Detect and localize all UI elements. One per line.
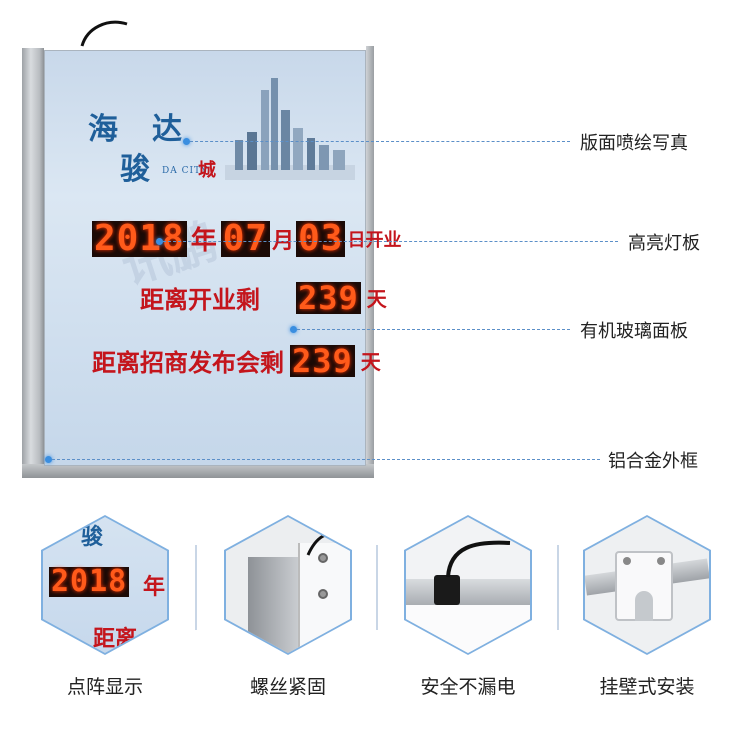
- divider-2: [376, 545, 378, 630]
- hex-border: [224, 515, 352, 655]
- screws-photo: [226, 517, 350, 653]
- month-display: 07: [220, 217, 271, 259]
- logo-char-2: 骏: [120, 152, 151, 187]
- callout-label-ledboard: 高亮灯板: [628, 233, 700, 254]
- logo-char-3: 达: [152, 112, 183, 147]
- launch-days-unit: 天: [360, 350, 381, 374]
- screw-icon: [318, 589, 328, 599]
- callout-label-acrylic: 有机玻璃面板: [580, 321, 688, 342]
- opening-days-display: 239: [296, 278, 361, 317]
- callout-dot-print: [183, 138, 190, 145]
- feature-caption-screws: 螺丝紧固: [249, 676, 326, 698]
- month-unit: 月: [272, 228, 295, 254]
- year-display: 2018: [92, 217, 187, 259]
- screw-icon: [657, 557, 665, 565]
- power-cable-icon: [446, 540, 511, 578]
- display-board: [22, 20, 374, 478]
- year-unit: 年: [190, 226, 217, 256]
- detail-text: 距离: [93, 627, 138, 652]
- day-unit: 日开业: [347, 229, 402, 251]
- callout-line-print: [190, 141, 570, 142]
- feature-wall-mount: [583, 515, 711, 655]
- opening-label: 距离开业剩: [140, 286, 260, 314]
- frame-right: [366, 46, 374, 476]
- hex-border: [404, 515, 532, 655]
- callout-label-print: 版面喷绘写真: [580, 133, 688, 154]
- feature-caption-dot-matrix: 点阵显示: [66, 676, 143, 698]
- hex-border: [583, 515, 711, 655]
- feature-caption-wall-mount: 挂壁式安装: [599, 676, 695, 698]
- detail-year-display: 2018: [49, 564, 130, 599]
- feature-dot-matrix: 骏 2018 年 距离: [41, 515, 169, 655]
- date-row: 2018 年 07 月 03 日开业: [92, 220, 401, 257]
- power-cable-icon: [80, 20, 128, 47]
- acrylic-panel: [44, 50, 366, 466]
- feature-screws: [224, 515, 352, 655]
- callout-dot-frame: [45, 456, 52, 463]
- power-cable-icon: [306, 531, 345, 556]
- frame-side: [22, 48, 44, 478]
- detail-year-unit: 年: [143, 575, 166, 600]
- opening-countdown-row: 距离开业剩 239 天: [140, 280, 387, 315]
- detail-logo-char: 骏: [81, 524, 104, 550]
- callout-dot-ledboard: [156, 238, 163, 245]
- feature-safety: [404, 515, 532, 655]
- day-display: 03: [296, 217, 346, 259]
- callout-label-frame: 铝合金外框: [608, 451, 698, 472]
- frame-bottom: [22, 464, 374, 478]
- divider-1: [195, 545, 197, 630]
- callout-line-ledboard: [163, 241, 618, 242]
- logo-char-1: 海: [88, 112, 119, 147]
- screw-icon: [623, 557, 631, 565]
- logo-subtitle: DA CITY: [162, 166, 208, 176]
- launch-days-display: 239: [290, 341, 355, 380]
- launch-countdown-row: 距离招商发布会剩 239 天: [92, 343, 381, 378]
- power-plug-icon: [434, 575, 460, 605]
- feature-caption-safety: 安全不漏电: [420, 676, 516, 698]
- safety-photo: [406, 517, 530, 653]
- callout-line-frame: [52, 459, 600, 460]
- callout-dot-acrylic: [290, 326, 297, 333]
- city-skyline-image: [225, 78, 355, 180]
- launch-label: 距离招商发布会剩: [92, 349, 284, 377]
- hex-border: 骏 2018 年 距离: [41, 515, 169, 655]
- wall-mount-photo: [585, 517, 709, 653]
- logo-tag: 城: [198, 160, 217, 181]
- screw-icon: [318, 553, 328, 563]
- divider-3: [557, 545, 559, 630]
- opening-days-unit: 天: [366, 287, 387, 311]
- dot-matrix-photo: 骏 2018 年 距离: [43, 517, 167, 653]
- callout-line-acrylic: [297, 329, 570, 330]
